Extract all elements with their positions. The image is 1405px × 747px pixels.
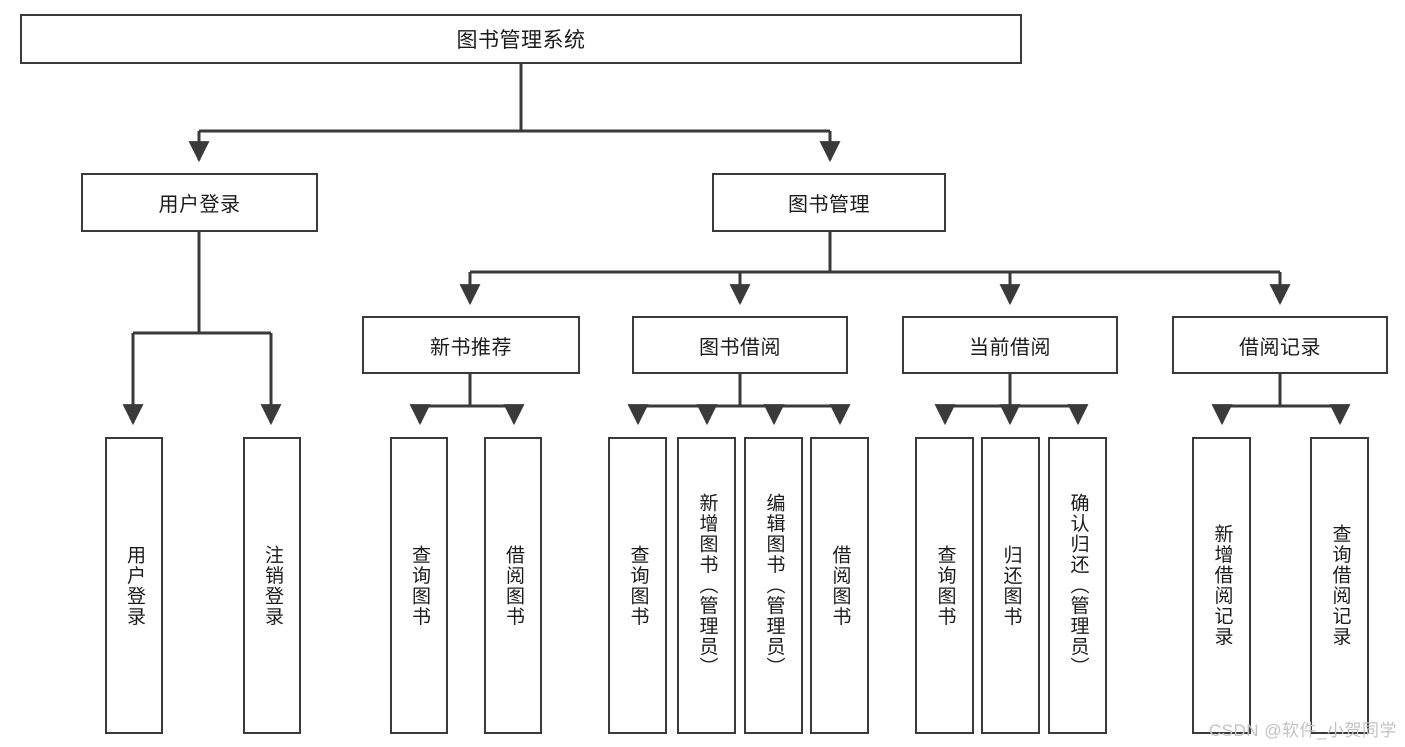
leaf-current-query-book[interactable]: 查询图书 xyxy=(915,437,974,734)
leaf-record-add-record[interactable]: 新增借阅记录 xyxy=(1192,437,1251,734)
node-label: 查询借阅记录 xyxy=(1329,524,1351,647)
node-label: 查询图书 xyxy=(409,545,431,627)
node-label: 用户登录 xyxy=(124,545,146,627)
node-label: 图书管理系统 xyxy=(456,29,586,52)
node-label: 当前借阅 xyxy=(969,336,1051,359)
node-user-login[interactable]: 用户登录 xyxy=(81,173,318,232)
node-label: 注销登录 xyxy=(262,545,284,627)
leaf-borrow-query-book[interactable]: 查询图书 xyxy=(608,437,667,734)
node-label: 归还图书 xyxy=(1000,545,1022,627)
leaf-user-login-login[interactable]: 用户登录 xyxy=(105,437,163,734)
node-label: 用户登录 xyxy=(158,194,241,216)
node-label: 查询图书 xyxy=(934,545,956,627)
node-book-borrow[interactable]: 图书借阅 xyxy=(632,316,848,374)
node-label: 借阅图书 xyxy=(503,545,525,627)
node-label: 新增图书（管理员） xyxy=(696,493,718,678)
node-label: 编辑图书（管理员） xyxy=(763,493,785,678)
node-book-management[interactable]: 图书管理 xyxy=(712,173,946,232)
leaf-current-confirm-return-admin[interactable]: 确认归还（管理员） xyxy=(1048,437,1107,734)
leaf-recommend-borrow-book[interactable]: 借阅图书 xyxy=(484,437,542,734)
leaf-record-query-record[interactable]: 查询借阅记录 xyxy=(1310,437,1369,734)
node-label: 查询图书 xyxy=(627,545,649,627)
node-label: 确认归还（管理员） xyxy=(1067,493,1089,678)
node-label: 图书借阅 xyxy=(699,336,781,359)
leaf-recommend-query-book[interactable]: 查询图书 xyxy=(390,437,448,734)
node-label: 新书推荐 xyxy=(430,336,512,359)
node-new-book-recommend[interactable]: 新书推荐 xyxy=(362,316,580,374)
leaf-user-login-logout[interactable]: 注销登录 xyxy=(243,437,301,734)
watermark: CSDN @软件_小贺同学 xyxy=(1208,721,1397,740)
node-label: 借阅记录 xyxy=(1239,336,1321,359)
leaf-borrow-borrow-book[interactable]: 借阅图书 xyxy=(810,437,869,734)
leaf-current-return-book[interactable]: 归还图书 xyxy=(981,437,1040,734)
node-label: 图书管理 xyxy=(788,194,870,216)
leaf-borrow-add-book-admin[interactable]: 新增图书（管理员） xyxy=(677,437,736,734)
node-borrow-record[interactable]: 借阅记录 xyxy=(1172,316,1388,374)
node-label: 借阅图书 xyxy=(829,545,851,627)
leaf-borrow-edit-book-admin[interactable]: 编辑图书（管理员） xyxy=(744,437,803,734)
node-label: 新增借阅记录 xyxy=(1211,524,1233,647)
node-current-borrow[interactable]: 当前借阅 xyxy=(902,316,1118,374)
node-root-system[interactable]: 图书管理系统 xyxy=(20,14,1022,64)
